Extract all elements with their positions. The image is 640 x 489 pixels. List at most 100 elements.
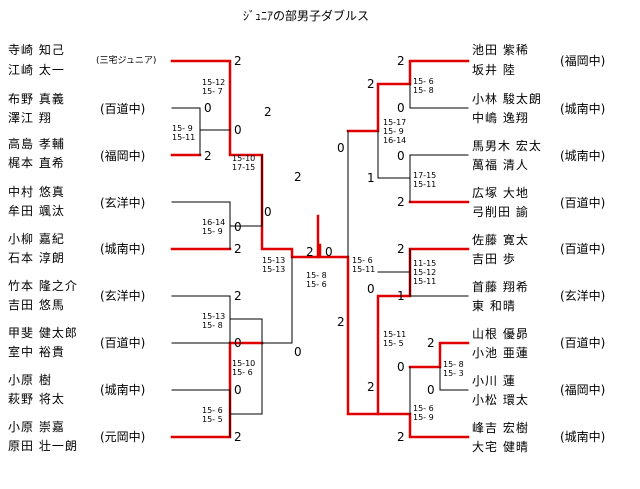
left-player: 江崎 太一 (8, 63, 65, 77)
set-score: 17-15 (413, 171, 437, 180)
set-score: 15- 9 (413, 413, 434, 422)
score: 2 (397, 54, 405, 68)
right-player: 佐藤 寛太 (472, 233, 529, 247)
score: 0 (337, 141, 345, 155)
right-team: (城南中) (560, 430, 606, 444)
set-score: 15- 6 (232, 368, 253, 377)
score: 2 (294, 170, 302, 184)
set-score: 15-13 (262, 256, 286, 265)
score: 2 (427, 336, 435, 350)
left-winner-paths (170, 59, 320, 439)
right-player: 首藤 翔希 (472, 280, 529, 294)
right-loser-paths (347, 83, 469, 415)
right-team: (百道中) (560, 196, 606, 210)
set-score: 15- 6 (306, 280, 327, 289)
score: 0 (397, 360, 405, 374)
set-score: 15-10 (232, 359, 256, 368)
left-player: 石本 淳朗 (8, 251, 65, 265)
left-player: 萩野 将太 (8, 392, 65, 406)
left-player: 中村 悠真 (8, 185, 65, 199)
set-score: 15- 6 (413, 77, 434, 86)
set-score: 15- 8 (443, 360, 464, 369)
score: 0 (397, 101, 405, 115)
right-player: 小林 駿太朗 (472, 92, 542, 106)
set-score: 17-15 (232, 163, 256, 172)
set-score: 15- 8 (306, 271, 327, 280)
left-player: 室中 裕貴 (8, 345, 65, 359)
left-player: 小原 樹 (8, 373, 52, 387)
right-player: 池田 紫稀 (472, 43, 529, 57)
left-player: 吉田 悠馬 (8, 298, 65, 312)
set-score: 16-14 (383, 136, 407, 145)
score: 0 (294, 345, 302, 359)
left-player: 澤江 翔 (8, 111, 52, 125)
right-team: (百道中) (560, 242, 606, 256)
right-team: (百道中) (560, 336, 606, 350)
score: 2 (234, 242, 242, 256)
set-score: 15- 9 (172, 124, 193, 133)
set-score: 15- 9 (383, 127, 404, 136)
left-player: 梶本 直希 (8, 156, 65, 170)
set-score: 15- 6 (202, 406, 223, 415)
score: 0 (325, 245, 333, 259)
right-player: 大宅 健晴 (472, 440, 529, 454)
set-score: 15- 6 (352, 256, 373, 265)
left-team: (百道中) (100, 336, 146, 350)
right-player: 広塚 大地 (472, 186, 529, 200)
set-score: 15-11 (413, 180, 437, 189)
right-team: (城南中) (560, 102, 606, 116)
set-score: 15-11 (413, 277, 437, 286)
score: 2 (367, 77, 375, 91)
left-player: 小原 崇嘉 (8, 420, 65, 434)
left-player: 寺崎 知己 (8, 43, 65, 57)
right-team: (城南中) (560, 149, 606, 163)
left-player: 甲斐 健太郎 (8, 326, 78, 340)
set-score: 15- 5 (383, 339, 404, 348)
set-score: 15- 9 (202, 227, 223, 236)
set-score: 15-17 (383, 118, 407, 127)
score: 2 (234, 289, 242, 303)
score: 0 (367, 282, 375, 296)
set-score: 15- 7 (202, 87, 223, 96)
right-player: 弓削田 諭 (472, 205, 529, 219)
set-score: 11-15 (413, 259, 437, 268)
left-loser-paths (171, 107, 293, 438)
left-player: 小柳 嘉紀 (8, 232, 65, 246)
score: 0 (427, 383, 435, 397)
score: 0 (234, 123, 242, 137)
score: 2 (306, 245, 314, 259)
set-score: 15- 3 (443, 369, 464, 378)
left-team: (三宅ジュニア) (96, 56, 157, 66)
score: 2 (397, 195, 405, 209)
right-player: 小松 環太 (472, 393, 529, 407)
set-score: 15-13 (202, 312, 226, 321)
right-player: 坂井 陸 (472, 63, 516, 77)
score: 1 (367, 171, 375, 185)
set-score: 15- 8 (202, 321, 223, 330)
left-player: 牟田 颯汰 (8, 204, 65, 218)
score: 0 (397, 149, 405, 163)
set-score: 15-13 (262, 265, 286, 274)
right-player: 吉田 歩 (472, 252, 516, 266)
set-score: 15- 8 (413, 86, 434, 95)
left-team: (城南中) (100, 383, 146, 397)
score: 2 (367, 380, 375, 394)
left-player: 原田 壮一朗 (8, 439, 78, 453)
left-player: 布野 真義 (8, 92, 65, 106)
set-score: 15- 5 (202, 415, 223, 424)
left-team: (玄洋中) (100, 289, 146, 303)
right-player: 山根 優昴 (472, 327, 529, 341)
score: 2 (234, 54, 242, 68)
set-score: 16-14 (202, 218, 226, 227)
score: 2 (397, 430, 405, 444)
right-player: 萬福 清人 (472, 158, 529, 172)
left-player: 高島 孝輔 (8, 137, 65, 151)
set-score: 15-12 (413, 268, 437, 277)
score: 0 (234, 336, 242, 350)
left-team: (元岡中) (100, 430, 146, 444)
left-player: 竹本 隆之介 (8, 279, 78, 293)
left-team: (玄洋中) (100, 196, 146, 210)
page-title: ｼﾞｭﾆｱの部男子ダブルス (243, 9, 370, 23)
right-player: 小川 蓮 (472, 374, 516, 388)
